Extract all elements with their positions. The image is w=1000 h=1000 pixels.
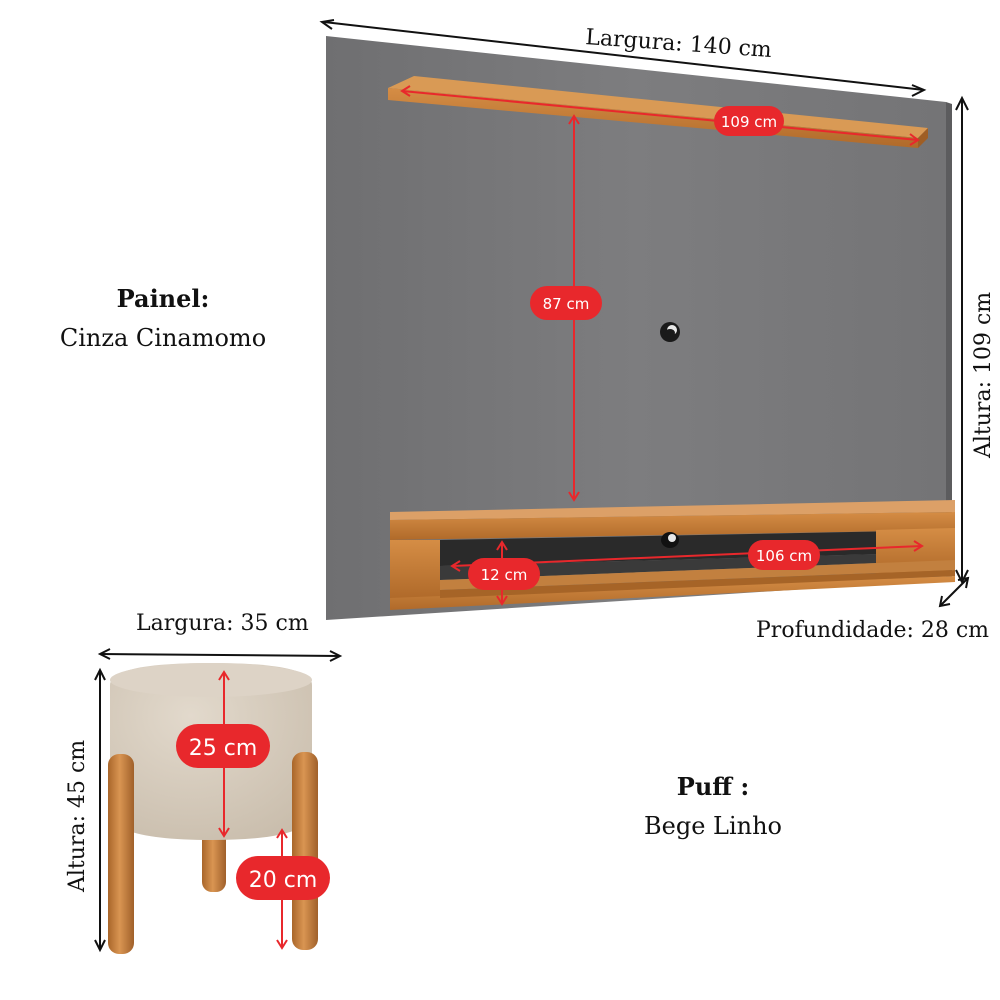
panel-height-label: Altura: 109 cm <box>971 292 996 459</box>
panel-color-name: Cinza Cinamomo <box>59 324 267 352</box>
panel-height-dimension <box>955 95 969 585</box>
puff-back-leg <box>202 826 226 892</box>
svg-text:20 cm: 20 cm <box>249 868 318 893</box>
svg-text:12 cm: 12 cm <box>481 566 528 584</box>
puff-leg-badge: 20 cm <box>236 856 330 900</box>
svg-text:109 cm: 109 cm <box>721 113 777 131</box>
bottom-rack <box>390 500 955 610</box>
puff <box>108 663 318 954</box>
puff-height-dimension <box>94 667 106 953</box>
svg-text:25 cm: 25 cm <box>189 736 258 761</box>
tv-panel <box>326 36 955 620</box>
cable-hole-icon <box>660 322 680 342</box>
puff-color-name: Bege Linho <box>643 812 782 840</box>
rack-cable-hole-icon <box>661 532 679 548</box>
panel-width-dimension <box>319 19 927 97</box>
top-shelf-width-measure <box>400 85 920 146</box>
puff-right-leg <box>292 752 318 950</box>
rack-inner-height-badge: 12 cm <box>468 558 540 590</box>
panel-heading: Painel: <box>116 284 210 313</box>
panel-edge <box>946 102 952 580</box>
puff-width-label: Largura: 35 cm <box>136 611 309 636</box>
svg-text:87 cm: 87 cm <box>543 295 590 313</box>
svg-text:106 cm: 106 cm <box>756 547 812 565</box>
puff-seat-badge: 25 cm <box>176 724 270 768</box>
shelf-gap-badge: 87 cm <box>530 286 602 320</box>
rack-inner-width-badge: 106 cm <box>748 540 820 570</box>
puff-left-leg <box>108 754 134 954</box>
puff-width-dimension <box>97 648 343 662</box>
puff-height-label: Altura: 45 cm <box>65 740 90 893</box>
panel-depth-dimension <box>938 576 970 608</box>
puff-heading: Puff : <box>676 772 750 801</box>
panel-depth-label: Profundidade: 28 cm <box>756 618 989 643</box>
panel-width-label: Largura: 140 cm <box>585 25 773 63</box>
top-shelf-width-badge: 109 cm <box>714 106 784 136</box>
panel-board <box>326 36 946 620</box>
